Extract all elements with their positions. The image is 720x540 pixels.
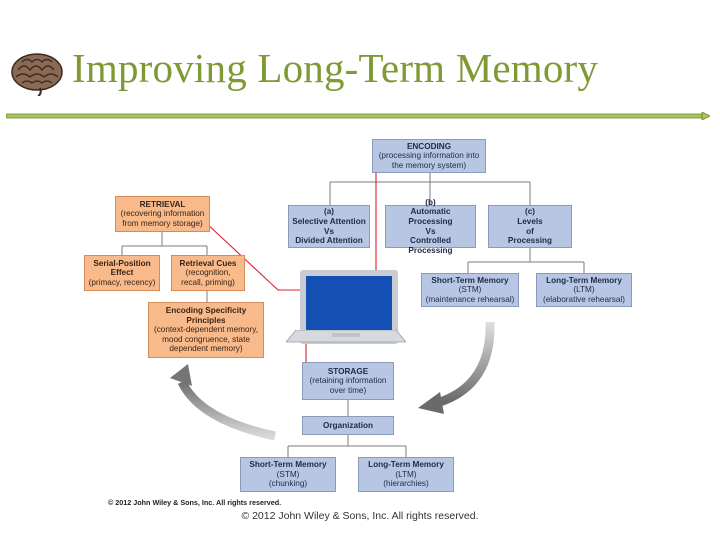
specificity-heading: Encoding Specificity Principles [165,306,247,325]
enc-a-line3: Vs [323,226,334,236]
organization-heading: Organization [322,420,374,430]
encoding-heading: ENCODING [406,141,452,151]
storage-box: STORAGE (retaining information over time… [302,362,394,400]
cues-heading: Retrieval Cues [179,258,237,268]
stm-enc-abbrev: (STM) [458,285,482,295]
stm-maintenance-box: Short-Term Memory (STM) (maintenance reh… [421,273,519,307]
ltm-store-abbrev: (LTM) [395,469,417,479]
ltm-hierarchies-box: Long-Term Memory (LTM) (hierarchies) [358,457,454,492]
laptop-base [286,330,406,343]
enc-a-line4: Divided Attention [295,236,363,246]
stm-enc-heading: Short-Term Memory [431,275,509,285]
enc-a-label: (a) [323,207,334,217]
title-underline [6,112,710,120]
organization-box: Organization [302,416,394,435]
serial-heading: Serial-Position Effect [93,258,151,278]
stm-chunking-box: Short-Term Memory (STM) (chunking) [240,457,336,492]
brain-icon [11,53,63,96]
enc-c-label: (c) [524,207,535,217]
enc-a-line2: Selective Attention [292,216,366,226]
ltm-elaborative-box: Long-Term Memory (LTM) (elaborative rehe… [536,273,632,307]
retrieval-cues-box: Retrieval Cues (recognition, recall, pri… [171,255,245,291]
page-title: Improving Long-Term Memory [72,45,599,91]
serial-position-box: Serial-Position Effect (primacy, recency… [84,255,160,291]
enc-b-line4: Controlled Processing [408,236,453,255]
serial-description: (primacy, recency) [88,277,156,287]
retrieval-box: RETRIEVAL (recovering information from m… [115,196,210,232]
levels-of-processing-box: (c) Levels of Processing [488,205,572,248]
retrieval-description: (recovering information from memory stor… [120,209,205,228]
figure-credit: © 2012 John Wiley & Sons, Inc. All right… [108,498,282,507]
ltm-store-strategy: (hierarchies) [383,479,429,489]
enc-c-line3: of [526,226,534,236]
stm-store-heading: Short-Term Memory [249,460,327,470]
ltm-store-heading: Long-Term Memory [368,460,444,470]
enc-b-label: (b) [425,197,436,207]
stm-store-strategy: (chunking) [268,479,308,489]
stm-store-abbrev: (STM) [276,469,300,479]
enc-c-line2: Levels [517,216,543,226]
ltm-enc-abbrev: (LTM) [573,285,595,295]
retrieval-heading: RETRIEVAL [139,199,186,209]
cues-description: (recognition, recall, priming) [181,268,235,287]
storage-heading: STORAGE [327,366,369,376]
enc-b-line3: Vs [425,226,436,236]
ltm-enc-rehearsal: (elaborative rehearsal) [543,294,625,304]
storage-description: (retaining information over time) [309,376,387,395]
automatic-processing-box: (b) Automatic Processing Vs Controlled P… [385,198,476,255]
encoding-box: ENCODING (processing information into th… [372,139,486,173]
stm-enc-rehearsal: (maintenance rehearsal) [425,294,515,304]
ltm-enc-heading: Long-Term Memory [546,275,622,285]
selective-attention-box: (a) Selective Attention Vs Divided Atten… [288,205,370,248]
specificity-description: (context-dependent memory, mood congruen… [153,325,259,354]
enc-c-line4: Processing [507,236,553,246]
encoding-description: (processing information into the memory … [378,151,480,170]
enc-b-line2: Automatic Processing [408,207,453,226]
footer-copyright: © 2012 John Wiley & Sons, Inc. All right… [241,510,479,522]
encoding-specificity-box: Encoding Specificity Principles (context… [148,302,264,358]
